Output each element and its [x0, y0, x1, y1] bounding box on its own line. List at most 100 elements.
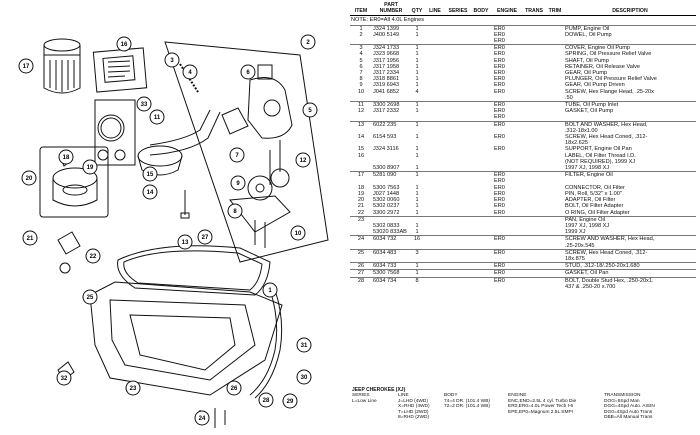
legend-line-item: 8=RHD (2WD) [398, 415, 430, 421]
row-qty [410, 215, 424, 223]
row-series [446, 235, 470, 243]
row-description: PAN, Engine Oil [564, 215, 696, 223]
row-series [446, 24, 470, 32]
row-trim [546, 120, 564, 128]
row-description: O RING, Oil Filter Adapter [565, 209, 630, 216]
row-description: CONNECTOR, Oil Filter [565, 184, 625, 191]
callout-circle [85, 248, 101, 264]
callout-number: 10 [295, 231, 302, 237]
row-description: .25-20x.545 [565, 242, 595, 249]
row-item: 12 [357, 108, 365, 115]
row-qty: 1 [415, 51, 419, 58]
col-header-line: LINE [424, 2, 446, 17]
row-body [470, 24, 492, 32]
row-engine: ER0 [494, 108, 505, 115]
callout-14: 14 [142, 184, 158, 200]
callout-number: 15 [147, 172, 154, 178]
row-series [446, 38, 470, 45]
row-series [446, 171, 470, 179]
row-qty: 1 [415, 76, 419, 83]
table-row: (NOT REQUIRED), 1999 XJ [350, 159, 696, 165]
row-part-number: 5300 8907 [373, 165, 400, 172]
callout-circle [227, 203, 243, 219]
callout-circle [58, 149, 74, 165]
row-item: 5 [359, 57, 363, 64]
row-engine: ER0 [494, 38, 505, 45]
callout-circle [302, 102, 318, 118]
callout-circle [136, 96, 152, 112]
row-part-number [372, 284, 410, 290]
callout-circle [116, 36, 132, 52]
row-engine: ER0 [494, 197, 505, 204]
callout-20: 20 [21, 170, 37, 186]
row-body [470, 262, 492, 270]
row-description: .50 [565, 94, 573, 101]
row-body [470, 284, 492, 290]
row-engine: ER0 [494, 114, 505, 121]
callout-number: 13 [182, 240, 189, 246]
row-part-number [372, 243, 410, 250]
row-qty: 1 [415, 152, 419, 159]
row-part-number: 5302 0237 [373, 203, 400, 210]
row-description [564, 38, 696, 45]
row-trans [522, 262, 546, 270]
row-body [470, 235, 492, 243]
callout-8: 8 [227, 203, 243, 219]
col-header-qty: QTY [410, 2, 424, 17]
row-series [446, 210, 470, 217]
row-qty [410, 243, 424, 250]
row-engine: ER0 [492, 269, 522, 278]
row-trans [522, 114, 546, 121]
row-item: 28 [350, 276, 372, 284]
row-item: 10 [357, 88, 365, 95]
row-qty: 1 [415, 165, 419, 172]
dipstick-tube-drawing [249, 289, 278, 396]
row-part-number: J041 6852 [373, 88, 400, 95]
row-description: BOLT, Double Stud Hex, .250-20x1. [564, 276, 696, 284]
row-engine: ER0 [494, 70, 505, 77]
legend-trans-item: DBB=All Manual Trans [604, 415, 653, 421]
row-item [350, 284, 372, 290]
row-item: 19 [357, 190, 365, 197]
row-qty: 1 [410, 269, 424, 278]
callout-circle [82, 289, 98, 305]
row-engine: ER0 [494, 63, 505, 70]
oil-pump-drawing [221, 64, 293, 139]
table-row: 18x2.625 [350, 140, 696, 146]
callout-28: 28 [258, 392, 274, 408]
row-line [424, 101, 446, 109]
row-description: RETAINER, Oil Release Valve [565, 63, 641, 70]
oring-kit-box [94, 99, 136, 166]
row-trim [546, 262, 564, 270]
row-description: GASKET, Oil Pump [565, 108, 614, 115]
table-row: ER0 [350, 114, 696, 121]
row-qty: 1 [415, 108, 419, 115]
callout-26: 26 [226, 380, 242, 396]
row-trans [522, 243, 546, 250]
callout-number: 1 [268, 288, 272, 294]
row-trim [546, 256, 564, 263]
row-trim [546, 38, 564, 45]
row-qty: 1 [415, 209, 419, 216]
row-body [470, 120, 492, 128]
row-description [564, 114, 696, 121]
row-part-number: J317 1958 [373, 63, 400, 70]
row-engine [492, 95, 522, 102]
row-qty [410, 38, 424, 45]
col-header-engine: ENGINE [492, 2, 522, 17]
row-trim [546, 248, 564, 256]
row-line [424, 269, 446, 278]
callout-10: 10 [290, 225, 306, 241]
callout-circle [125, 380, 141, 396]
row-body [470, 38, 492, 45]
row-item: 15 [357, 146, 365, 153]
row-description: SCREW, Hex Head Coned, .312- [565, 134, 648, 141]
legend-trans-item: DOG=5Spd Man [604, 398, 640, 404]
callout-circle [142, 166, 158, 182]
callout-30: 30 [296, 369, 312, 385]
row-item: 8 [359, 76, 363, 83]
